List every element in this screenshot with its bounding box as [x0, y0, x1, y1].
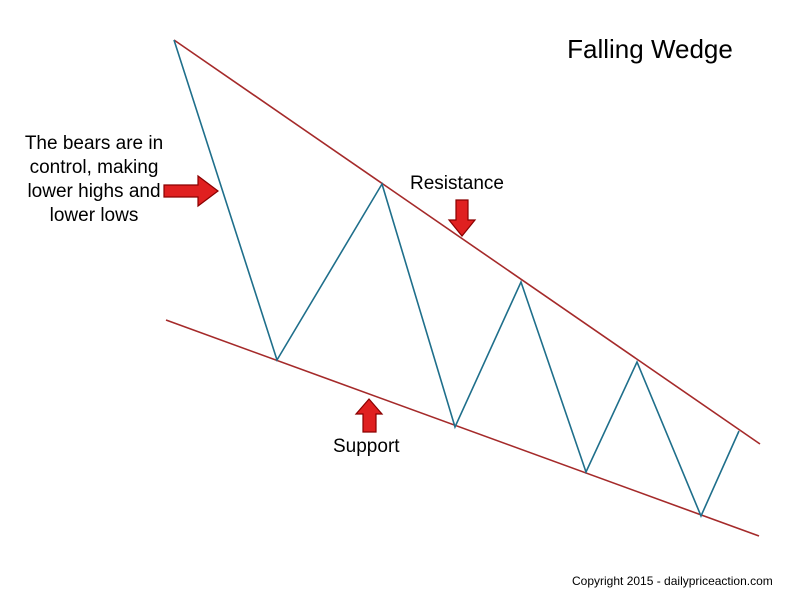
- chart-title: Falling Wedge: [567, 34, 733, 64]
- resistance-line: [173, 39, 761, 445]
- up-arrow-icon: [354, 398, 384, 433]
- support-label: Support: [333, 436, 400, 457]
- right-arrow-icon: [163, 174, 219, 208]
- bears-annotation: The bears are in control, making lower h…: [24, 133, 164, 226]
- copyright-notice: Copyright 2015 - dailypriceaction.com: [572, 574, 773, 588]
- support-line: [165, 319, 760, 537]
- down-arrow-icon: [447, 199, 477, 237]
- price-path: [173, 39, 740, 519]
- resistance-label: Resistance: [410, 173, 504, 194]
